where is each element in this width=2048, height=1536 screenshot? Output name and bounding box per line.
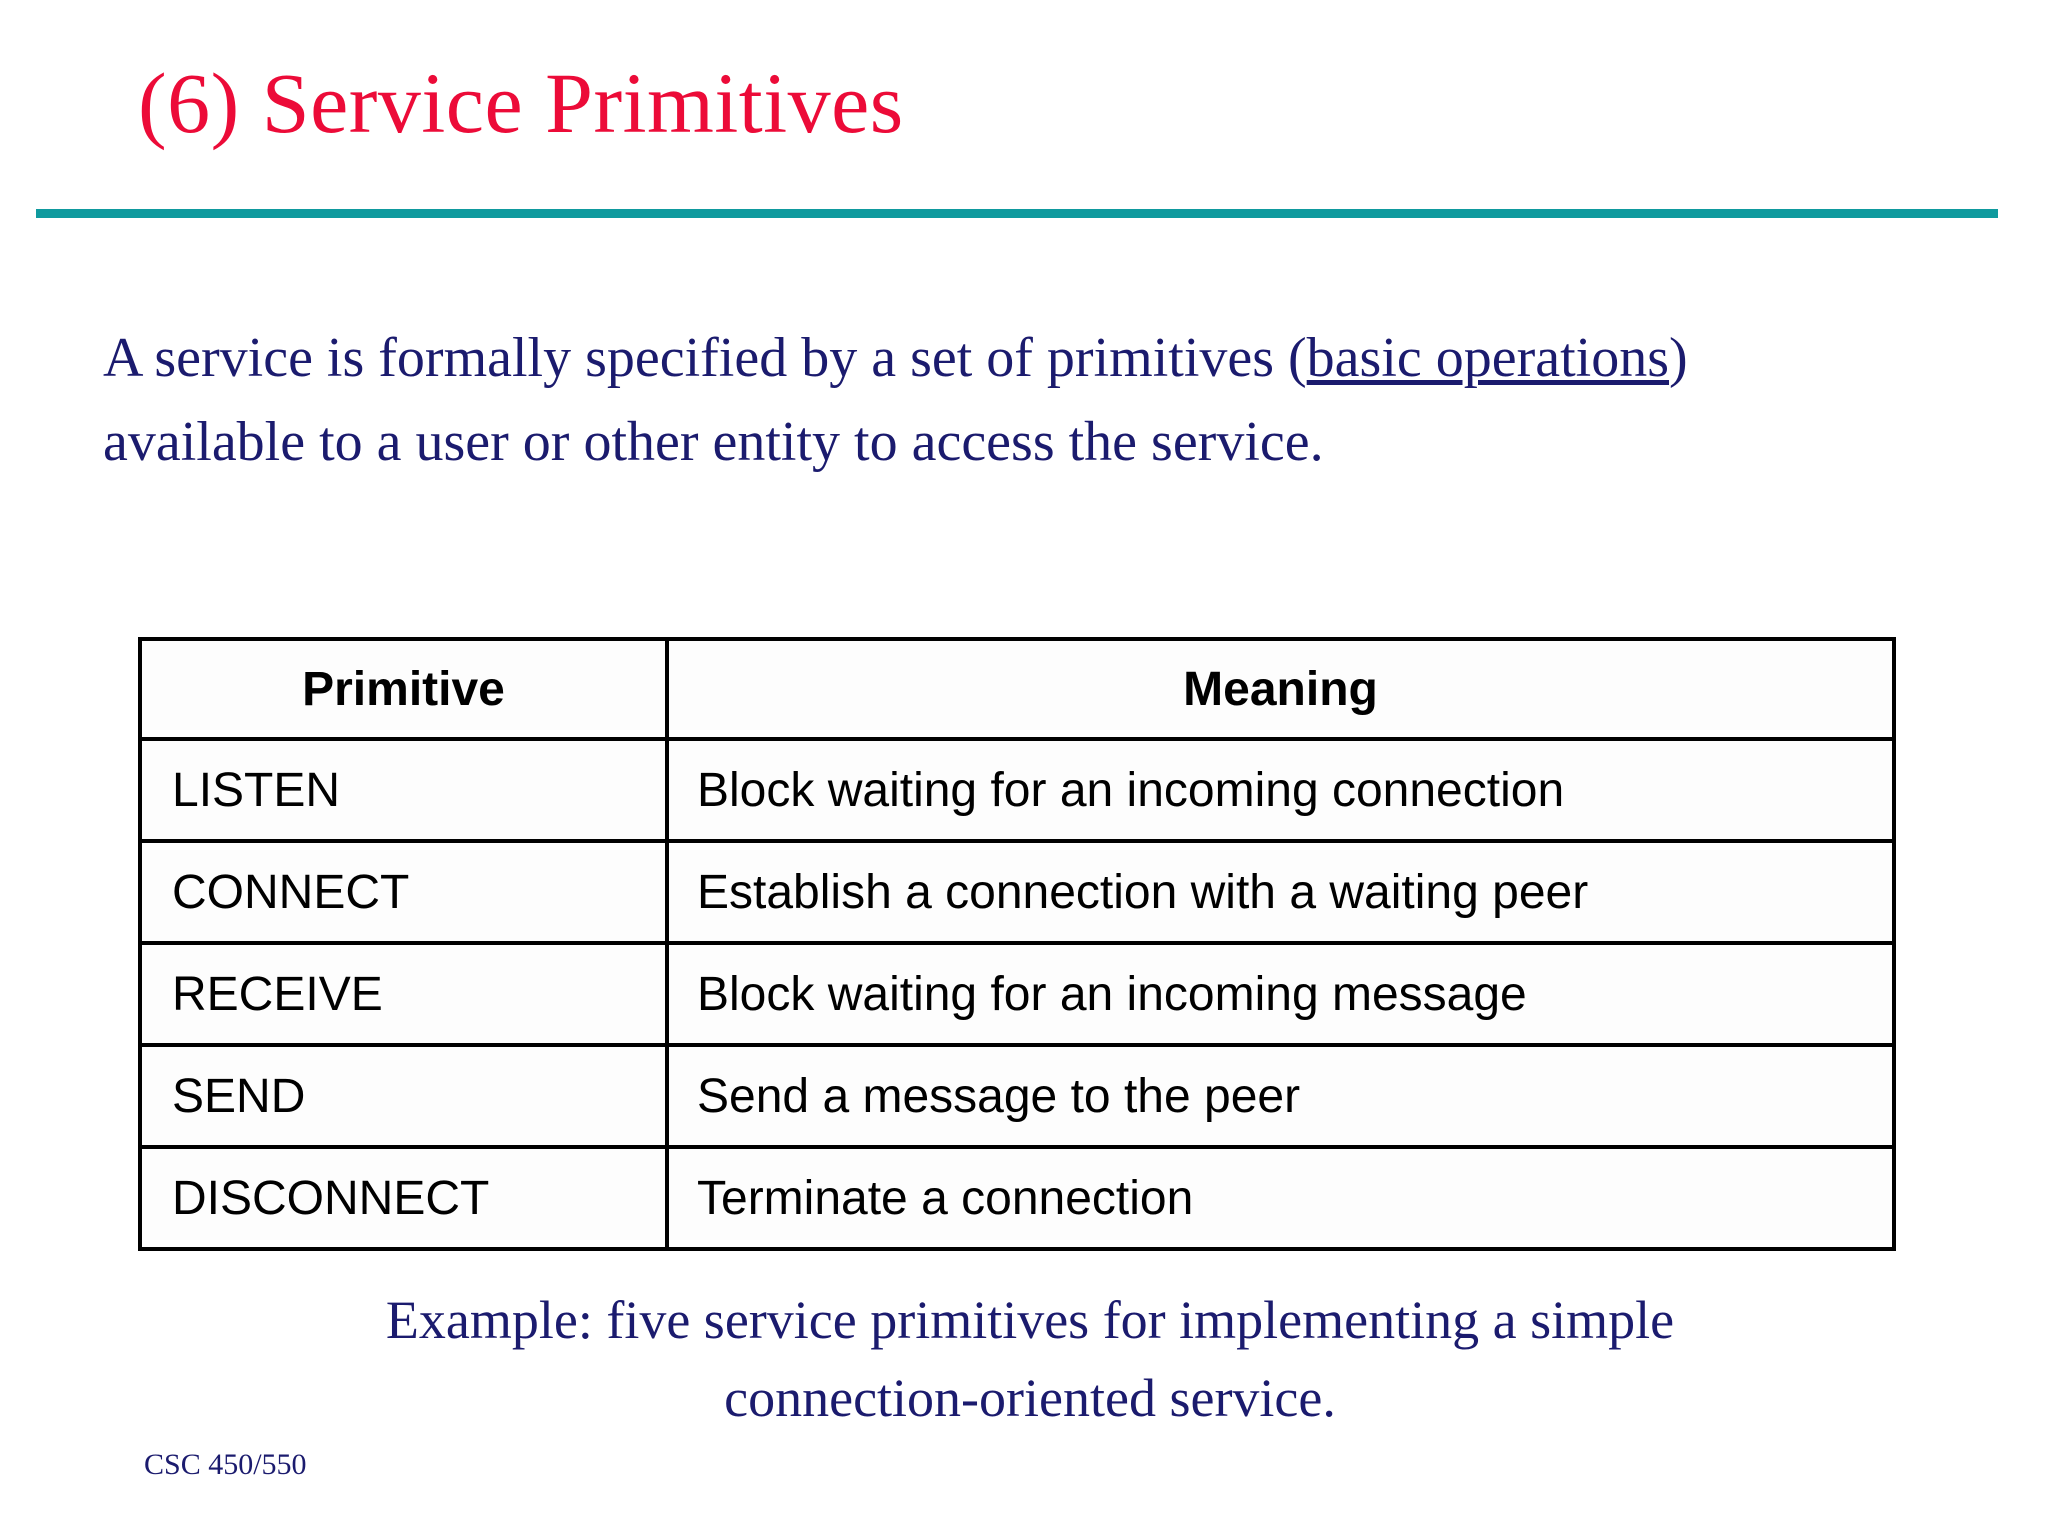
table-row: RECEIVE Block waiting for an incoming me… <box>138 941 1896 1047</box>
page-title: (6) Service Primitives <box>138 55 904 151</box>
table-row: CONNECT Establish a connection with a wa… <box>138 839 1896 945</box>
title-divider-rule <box>36 209 1998 218</box>
cell-primitive: DISCONNECT <box>138 1145 669 1251</box>
body-text-segment-2: ) available to a user or other entity to… <box>103 327 1688 473</box>
table-header-row: Primitive Meaning <box>138 637 1896 741</box>
service-primitives-table: Primitive Meaning LISTEN Block waiting f… <box>138 637 1896 1251</box>
cell-primitive: CONNECT <box>138 839 669 945</box>
body-text-segment-1: A service is formally specified by a set… <box>103 327 1307 389</box>
body-text-underlined-term: basic operations <box>1306 327 1670 389</box>
column-header-primitive: Primitive <box>138 637 669 741</box>
cell-primitive: SEND <box>138 1043 669 1149</box>
footer-course-code: CSC 450/550 <box>144 1448 307 1481</box>
table-row: LISTEN Block waiting for an incoming con… <box>138 737 1896 843</box>
cell-meaning: Establish a connection with a waiting pe… <box>665 839 1896 945</box>
table-row: DISCONNECT Terminate a connection <box>138 1145 1896 1251</box>
cell-primitive: LISTEN <box>138 737 669 843</box>
cell-meaning: Send a message to the peer <box>665 1043 1896 1149</box>
caption-line-1: Example: five service primitives for imp… <box>385 1290 1675 1350</box>
table-caption: Example: five service primitives for imp… <box>160 1281 1900 1437</box>
caption-line-2: connection-oriented service. <box>724 1368 1336 1428</box>
body-paragraph: A service is formally specified by a set… <box>103 316 1893 484</box>
column-header-meaning: Meaning <box>665 637 1896 741</box>
cell-meaning: Block waiting for an incoming connection <box>665 737 1896 843</box>
cell-meaning: Block waiting for an incoming message <box>665 941 1896 1047</box>
cell-primitive: RECEIVE <box>138 941 669 1047</box>
cell-meaning: Terminate a connection <box>665 1145 1896 1251</box>
table-row: SEND Send a message to the peer <box>138 1043 1896 1149</box>
